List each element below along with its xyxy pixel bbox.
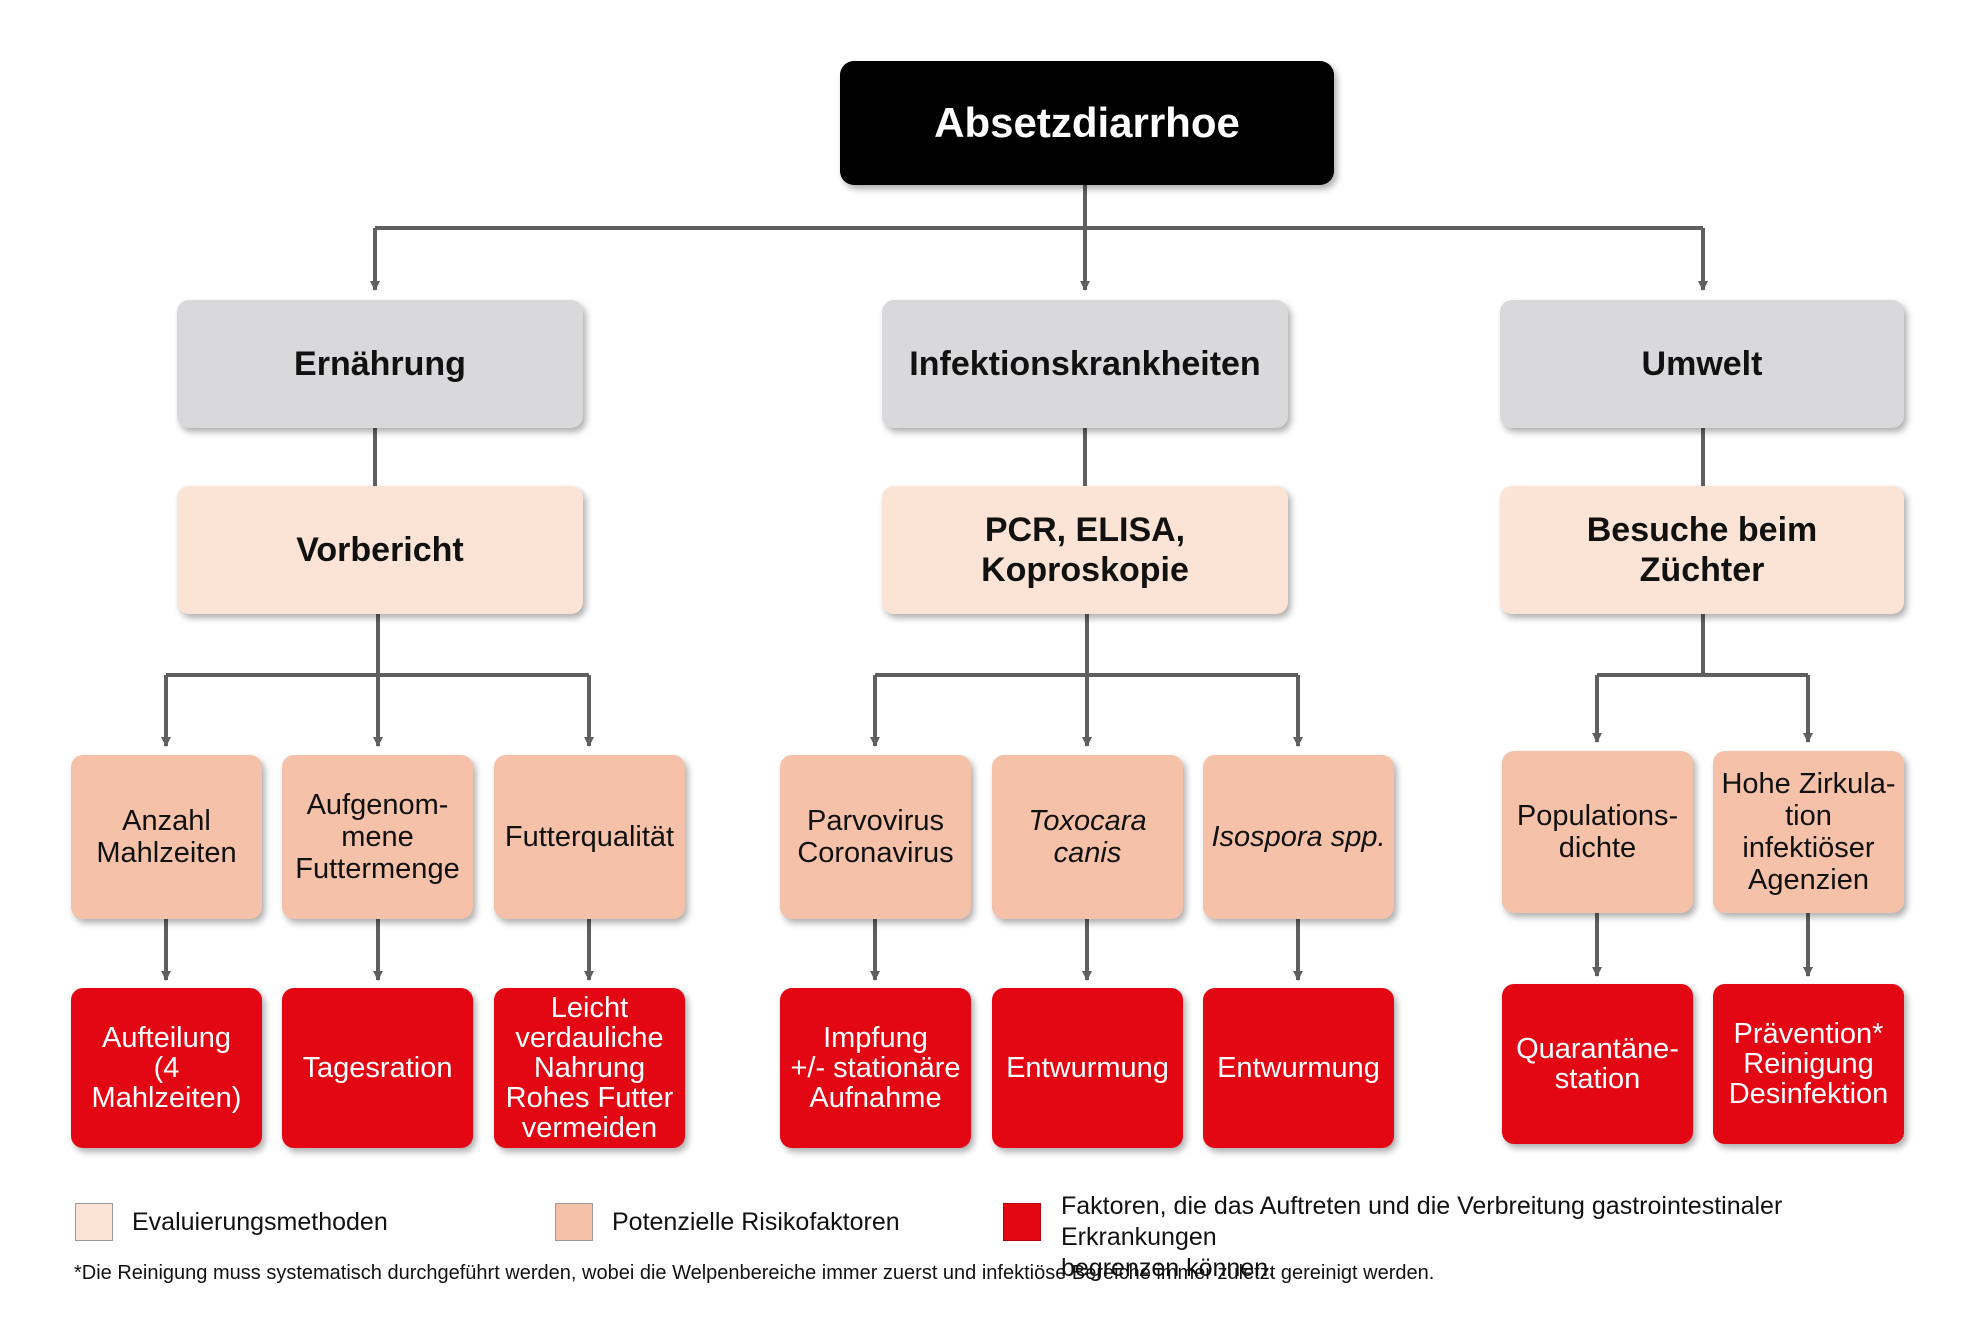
evaluation-pcr-elisa: PCR, ELISA, Koproskopie xyxy=(882,486,1288,614)
evaluation-label: Vorbericht xyxy=(296,531,464,569)
category-label: Umwelt xyxy=(1641,344,1763,383)
action-label: Quarantäne- station xyxy=(1516,1033,1679,1095)
action-label: Prävention* Reinigung Desinfektion xyxy=(1728,1018,1889,1110)
action-label: Entwurmung xyxy=(1006,1052,1169,1084)
action-quarantaenestation: Quarantäne- station xyxy=(1502,984,1693,1144)
action-label: Impfung +/- stationäre Aufnahme xyxy=(790,1022,961,1114)
action-entwurmung-toxocara: Entwurmung xyxy=(992,988,1183,1148)
evaluation-besuche-zuechter: Besuche beim Züchter xyxy=(1500,486,1904,614)
legend-label-evaluation: Evaluierungsmethoden xyxy=(132,1208,388,1236)
risk-label: Hohe Zirkula- tion infektiöser Agenzien xyxy=(1721,768,1896,896)
action-label: Tagesration xyxy=(302,1052,453,1084)
risk-parvovirus-coronavirus: Parvovirus Coronavirus xyxy=(780,755,971,919)
risk-futterqualitaet: Futterqualität xyxy=(494,755,685,919)
action-praevention: Prävention* Reinigung Desinfektion xyxy=(1713,984,1904,1144)
risk-toxocara-canis: Toxocara canis xyxy=(992,755,1183,919)
root-node: Absetzdiarrhoe xyxy=(840,61,1334,185)
action-leicht-verdauliche-nahrung: Leicht verdauliche Nahrung Rohes Futter … xyxy=(494,988,685,1148)
risk-aufgenommene-futtermenge: Aufgenom- mene Futtermenge xyxy=(282,755,473,919)
legend-swatch-risk xyxy=(555,1203,593,1241)
risk-label: Futterqualität xyxy=(504,821,675,853)
category-label: Infektionskrankheiten xyxy=(909,344,1261,383)
action-label: Entwurmung xyxy=(1217,1052,1380,1084)
risk-isospora-spp: Isospora spp. xyxy=(1203,755,1394,919)
evaluation-label: Besuche beim Züchter xyxy=(1586,511,1818,589)
action-label: Leicht verdauliche Nahrung Rohes Futter … xyxy=(505,992,674,1144)
risk-label: Aufgenom- mene Futtermenge xyxy=(295,789,460,885)
action-label: Aufteilung (4 Mahlzeiten) xyxy=(91,1022,242,1114)
category-umwelt: Umwelt xyxy=(1500,300,1904,428)
risk-label: Populations- dichte xyxy=(1516,800,1679,864)
risk-anzahl-mahlzeiten: Anzahl Mahlzeiten xyxy=(71,755,262,919)
category-label: Ernährung xyxy=(294,344,466,383)
action-tagesration: Tagesration xyxy=(282,988,473,1148)
legend-swatch-evaluation xyxy=(75,1203,113,1241)
action-impfung: Impfung +/- stationäre Aufnahme xyxy=(780,988,971,1148)
risk-label: Anzahl Mahlzeiten xyxy=(96,805,237,869)
action-aufteilung: Aufteilung (4 Mahlzeiten) xyxy=(71,988,262,1148)
legend-label-action: Faktoren, die das Auftreten und die Verb… xyxy=(1061,1192,1783,1282)
risk-label: Parvovirus Coronavirus xyxy=(797,805,954,869)
risk-label: Isospora spp. xyxy=(1211,821,1386,853)
category-ernaehrung: Ernährung xyxy=(177,300,583,428)
evaluation-label: PCR, ELISA, Koproskopie xyxy=(981,511,1189,589)
root-label: Absetzdiarrhoe xyxy=(934,99,1240,146)
category-infektionskrankheiten: Infektionskrankheiten xyxy=(882,300,1288,428)
evaluation-vorbericht: Vorbericht xyxy=(177,486,583,614)
legend-label-risk: Potenzielle Risikofaktoren xyxy=(612,1208,900,1236)
risk-populationsdichte: Populations- dichte xyxy=(1502,751,1693,913)
footnote: *Die Reinigung muss systematisch durchge… xyxy=(74,1262,1435,1284)
legend-swatch-action xyxy=(1003,1203,1041,1241)
action-entwurmung-isospora: Entwurmung xyxy=(1203,988,1394,1148)
risk-label: Toxocara canis xyxy=(1028,805,1147,869)
risk-hohe-zirkulation: Hohe Zirkula- tion infektiöser Agenzien xyxy=(1713,751,1904,913)
